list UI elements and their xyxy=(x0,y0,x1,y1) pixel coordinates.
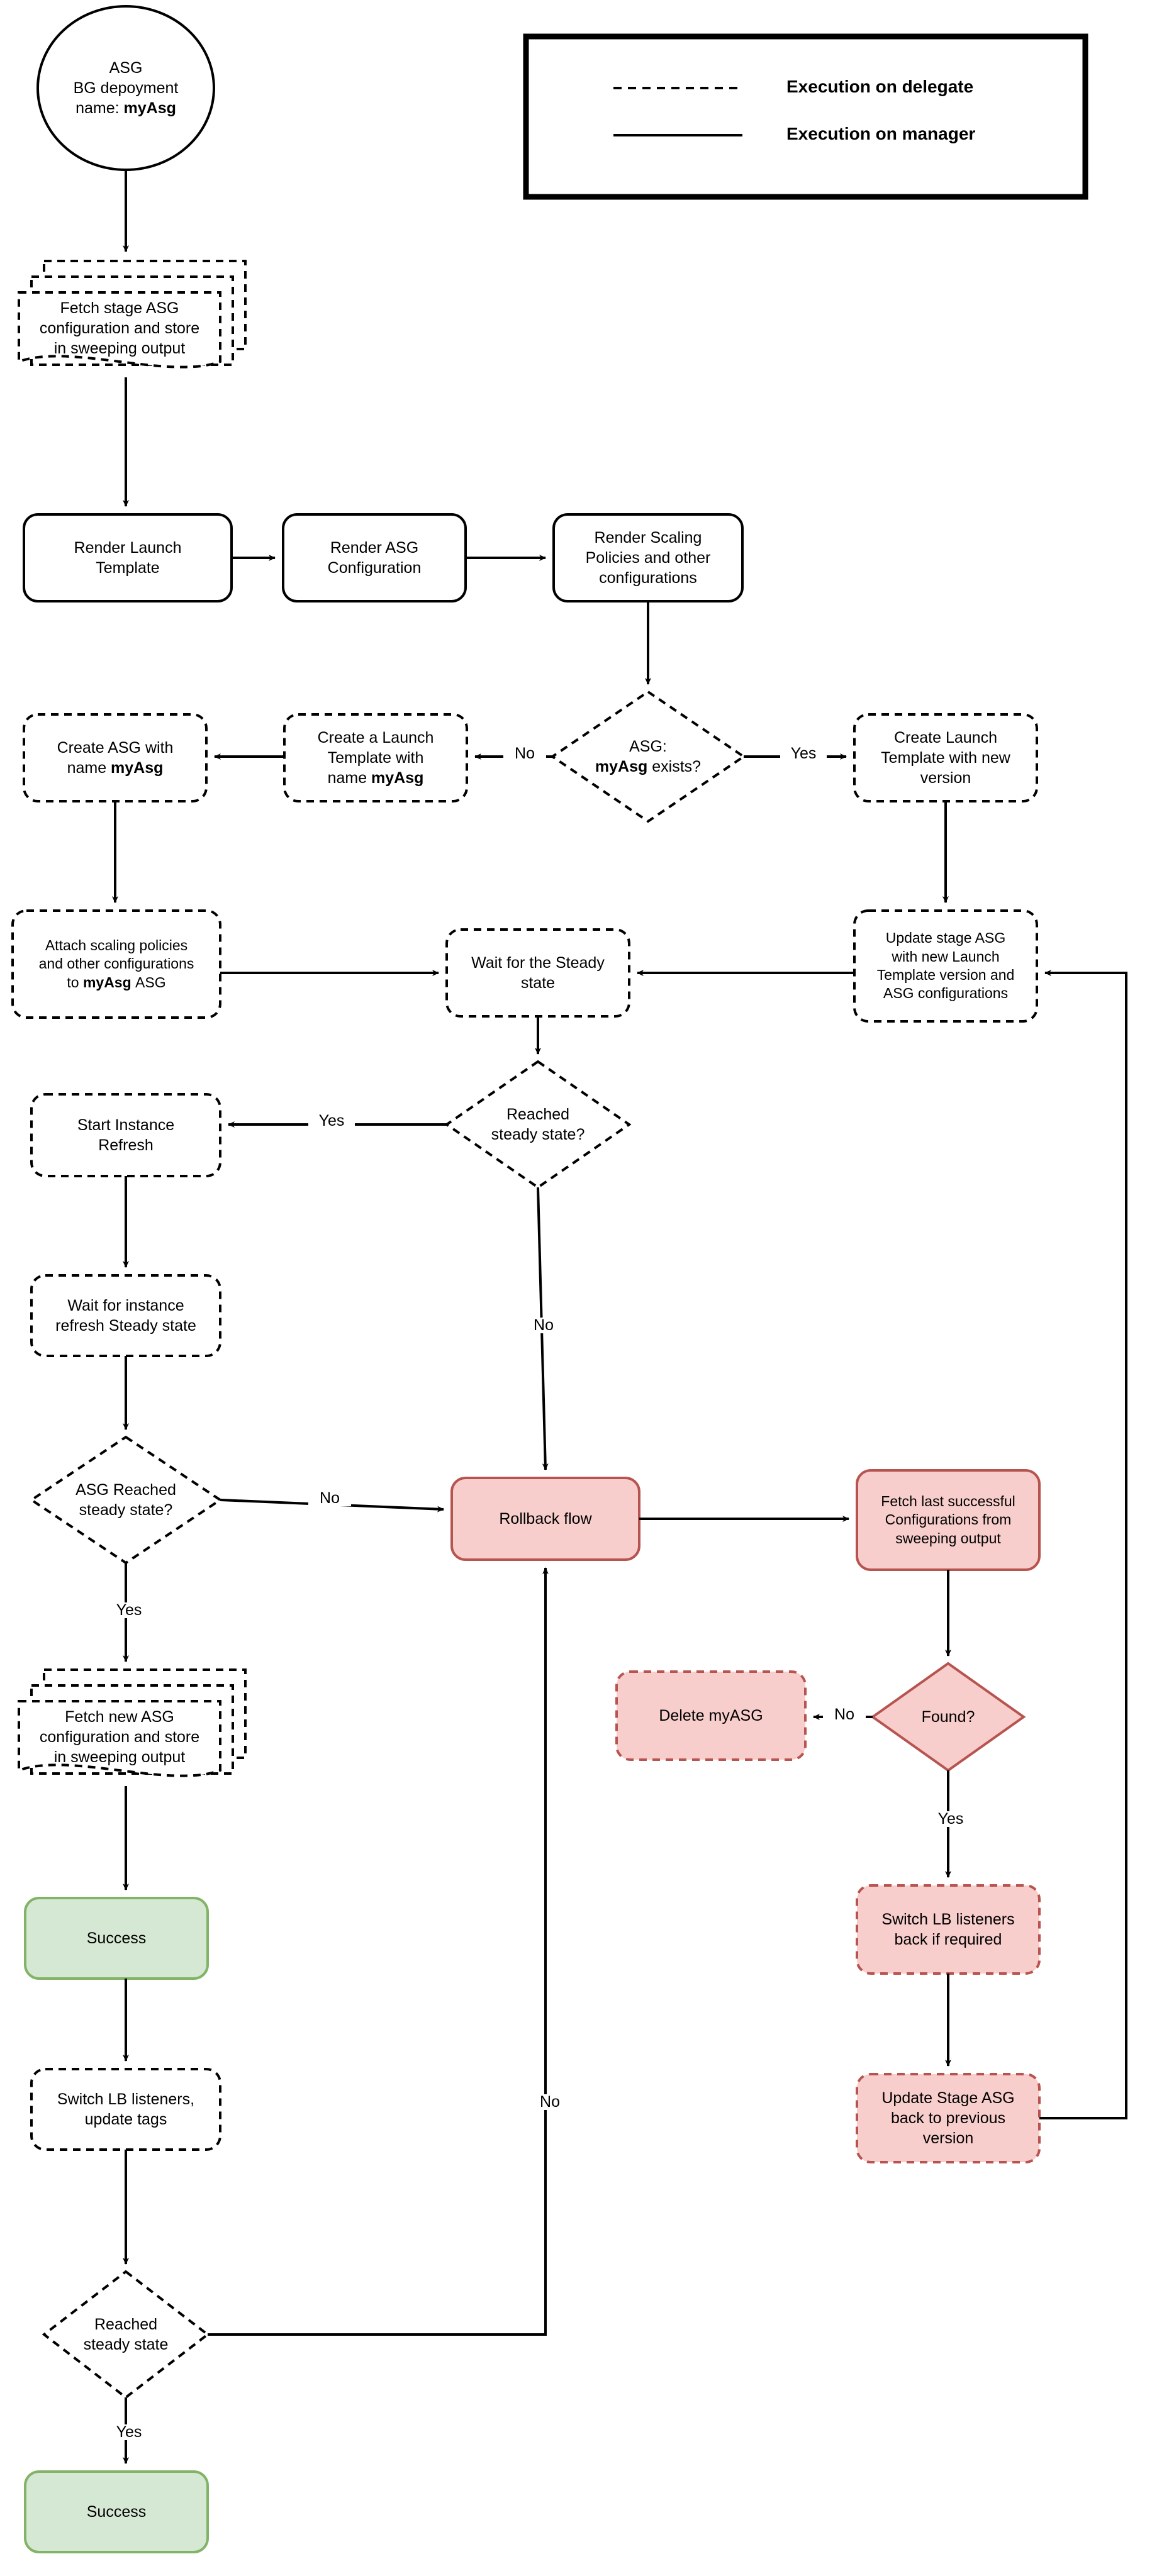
node-create-asg-shape xyxy=(23,713,208,802)
edge-label-yes-asg-exists: Yes xyxy=(780,746,827,762)
node-reached-steady-2-shape xyxy=(42,2270,210,2399)
legend-label-manager: Execution on manager xyxy=(786,124,976,143)
legend-label-delegate: Execution on delegate xyxy=(786,77,974,96)
node-update-stage-asg-shape xyxy=(853,909,1038,1023)
node-update-prev-shape xyxy=(856,2073,1041,2163)
node-wait-refresh-shape xyxy=(30,1274,221,1357)
edge-label-no-found: No xyxy=(823,1707,866,1723)
node-start-refresh-shape xyxy=(30,1093,221,1177)
edge-label-no-asg-reached: No xyxy=(308,1491,351,1506)
edge-update-prev-to-update-stage-asg xyxy=(1039,970,1127,2119)
node-wait-steady-shape xyxy=(445,928,630,1018)
node-render-asg-shape xyxy=(282,513,467,602)
edge-label-yes-reached-steady-1: Yes xyxy=(308,1113,355,1129)
node-asg-exists-shape xyxy=(550,690,746,823)
legend-box xyxy=(523,33,1088,200)
edge-label-yes-reached-steady-2: Yes xyxy=(106,2424,152,2440)
node-create-lt-new-shape xyxy=(853,713,1038,802)
edge-label-no-asg-exists: No xyxy=(503,746,546,762)
node-attach-policies-shape xyxy=(11,909,221,1019)
node-rollback-flow-shape xyxy=(450,1477,640,1561)
node-render-scaling-shape xyxy=(552,513,744,602)
edge-reached-steady-2-no-to-rollback-flow xyxy=(208,1567,549,2336)
node-fetch-last-shape xyxy=(856,1469,1041,1571)
node-start-shape xyxy=(36,5,215,171)
node-fetch-new-shape xyxy=(18,1668,247,1777)
node-switch-lb-back-shape xyxy=(856,1884,1041,1975)
node-render-lt-shape xyxy=(23,513,233,602)
node-fetch-stage-shape xyxy=(18,260,247,369)
edge-label-yes-found: Yes xyxy=(927,1811,974,1827)
node-found-shape xyxy=(870,1662,1026,1772)
node-success-2-shape xyxy=(24,2470,209,2553)
edge-label-no-reached-steady-1: No xyxy=(522,1318,565,1333)
edge-label-yes-asg-reached: Yes xyxy=(106,1602,152,1618)
node-reached-steady-1-shape xyxy=(444,1060,632,1189)
node-switch-lb-tags-shape xyxy=(30,2068,221,2151)
node-create-lt-named-shape xyxy=(283,713,468,802)
node-delete-myasg-shape xyxy=(615,1670,807,1761)
node-asg-reached-shape xyxy=(29,1435,223,1565)
edge-label-no-reached-steady-2: No xyxy=(528,2094,571,2110)
node-success-1-shape xyxy=(24,1897,209,1980)
